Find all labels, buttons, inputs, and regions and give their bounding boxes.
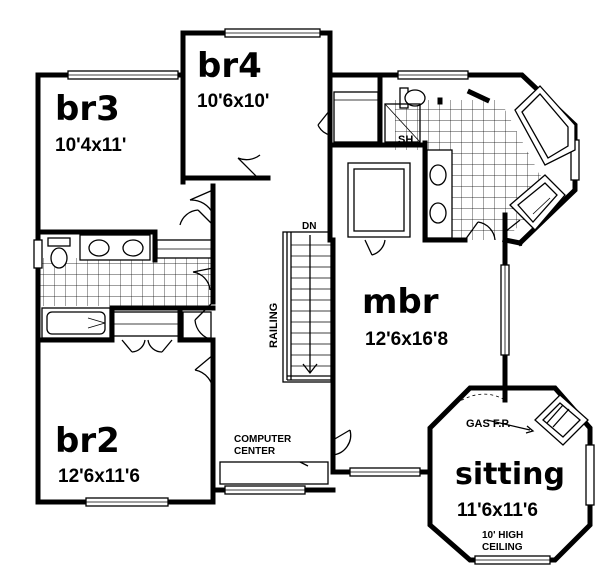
mbr-size: 12'6x16'8 bbox=[365, 329, 448, 350]
doors bbox=[121, 109, 521, 456]
sitting-name: sitting bbox=[455, 457, 565, 492]
computer-center-line2: CENTER bbox=[234, 446, 276, 457]
fireplace-label: GAS F.P. bbox=[466, 418, 510, 430]
sitting-ceiling-line bbox=[429, 393, 506, 429]
stair-down-label: DN bbox=[302, 221, 316, 232]
shower-label: SH bbox=[398, 134, 413, 146]
master-bath-fixtures bbox=[347, 85, 576, 239]
sitting-size: 11'6x11'6 bbox=[457, 500, 538, 521]
sitting-note-line2: CEILING bbox=[482, 542, 523, 553]
computer-center-desk bbox=[219, 461, 329, 485]
gas-fireplace bbox=[486, 394, 589, 446]
sitting-note-line1: 10' HIGH bbox=[482, 530, 523, 541]
br4-size: 10'6x10' bbox=[197, 91, 269, 112]
hall-bath-fixtures bbox=[41, 234, 151, 339]
windows bbox=[33, 28, 595, 565]
br3-name: br3 bbox=[55, 89, 120, 129]
br2-name: br2 bbox=[55, 421, 120, 461]
br2-size: 12'6x11'6 bbox=[58, 466, 140, 487]
staircase bbox=[282, 231, 332, 383]
br4-name: br4 bbox=[197, 46, 262, 86]
bath-hall-tile-floor bbox=[38, 258, 213, 306]
mbr-name: mbr bbox=[362, 282, 439, 322]
railing-label: RAILING bbox=[268, 303, 280, 348]
computer-center-line1: COMPUTER bbox=[234, 434, 292, 445]
closets bbox=[111, 91, 379, 339]
br3-size: 10'4x11' bbox=[55, 135, 126, 156]
